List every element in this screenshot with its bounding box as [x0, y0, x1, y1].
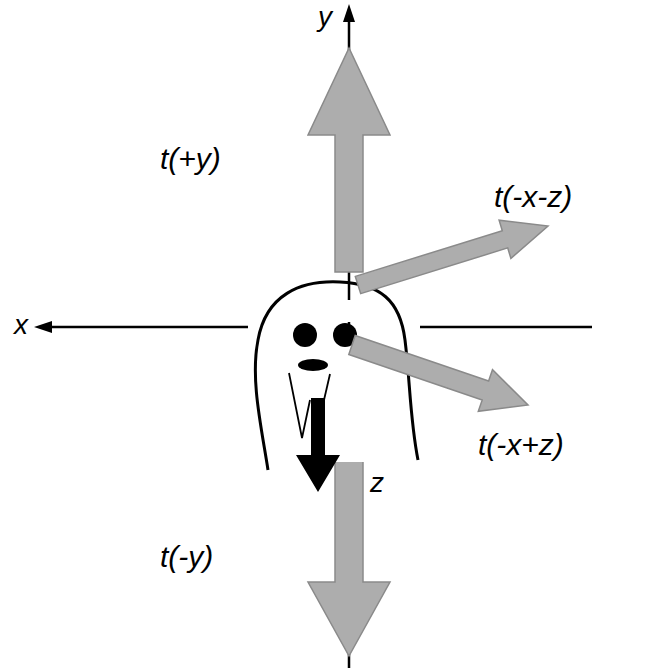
- axis-label: x: [14, 310, 28, 341]
- vector-arrow: [308, 48, 390, 272]
- head-outline: [255, 282, 418, 470]
- vector-label: t(-x-z): [494, 180, 572, 213]
- y-axis-head: [343, 4, 355, 22]
- x-axis-head: [34, 321, 52, 333]
- vector-label: t(-y): [160, 540, 213, 573]
- axis-label: y: [318, 2, 332, 33]
- mouth: [298, 359, 328, 371]
- axis-label: z: [370, 468, 384, 499]
- vector-arrow: [349, 336, 528, 412]
- face-ground: [262, 300, 408, 322]
- x-axis-line: [420, 326, 592, 329]
- vector-label: t(-x+z): [478, 428, 564, 461]
- vector-label: t(+y): [160, 142, 221, 175]
- tie-outline: [289, 373, 310, 438]
- x-axis-line: [48, 326, 248, 329]
- tie-outline: [324, 374, 330, 400]
- z-axis-arrow: [296, 398, 340, 492]
- vector-arrow: [355, 220, 548, 293]
- eye: [293, 323, 317, 347]
